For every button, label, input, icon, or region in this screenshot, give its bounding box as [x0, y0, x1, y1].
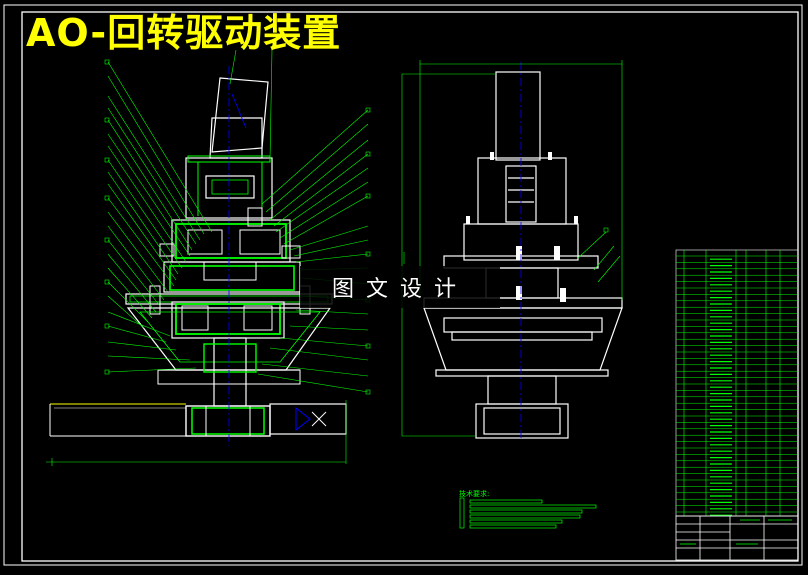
elevation-bolts: [466, 152, 578, 302]
technical-requirements-heading: 技术要求:: [459, 490, 490, 498]
parts-list-rows: [676, 255, 798, 516]
title-block: [675, 515, 799, 561]
technical-requirements-block: [459, 497, 597, 529]
sheet-border: [3, 4, 803, 566]
elevation-dimensions: [401, 60, 623, 437]
watermark-overlay: 图文设计: [300, 266, 500, 308]
drawing-title: AO-回转驱动装置: [26, 11, 342, 55]
section-view-left: [46, 66, 347, 466]
watermark-text: 图文设计: [331, 277, 468, 302]
part-leaders-left: [107, 49, 369, 393]
